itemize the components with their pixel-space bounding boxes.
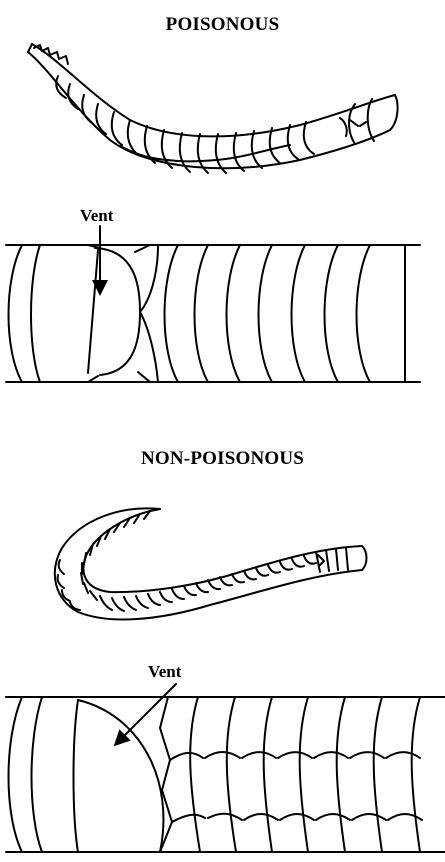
non-poisonous-tail-illustration xyxy=(55,508,367,619)
poisonous-tail-illustration xyxy=(28,44,398,173)
poisonous-vent-diagram xyxy=(6,226,420,382)
non-poisonous-vent-diagram xyxy=(6,684,445,852)
